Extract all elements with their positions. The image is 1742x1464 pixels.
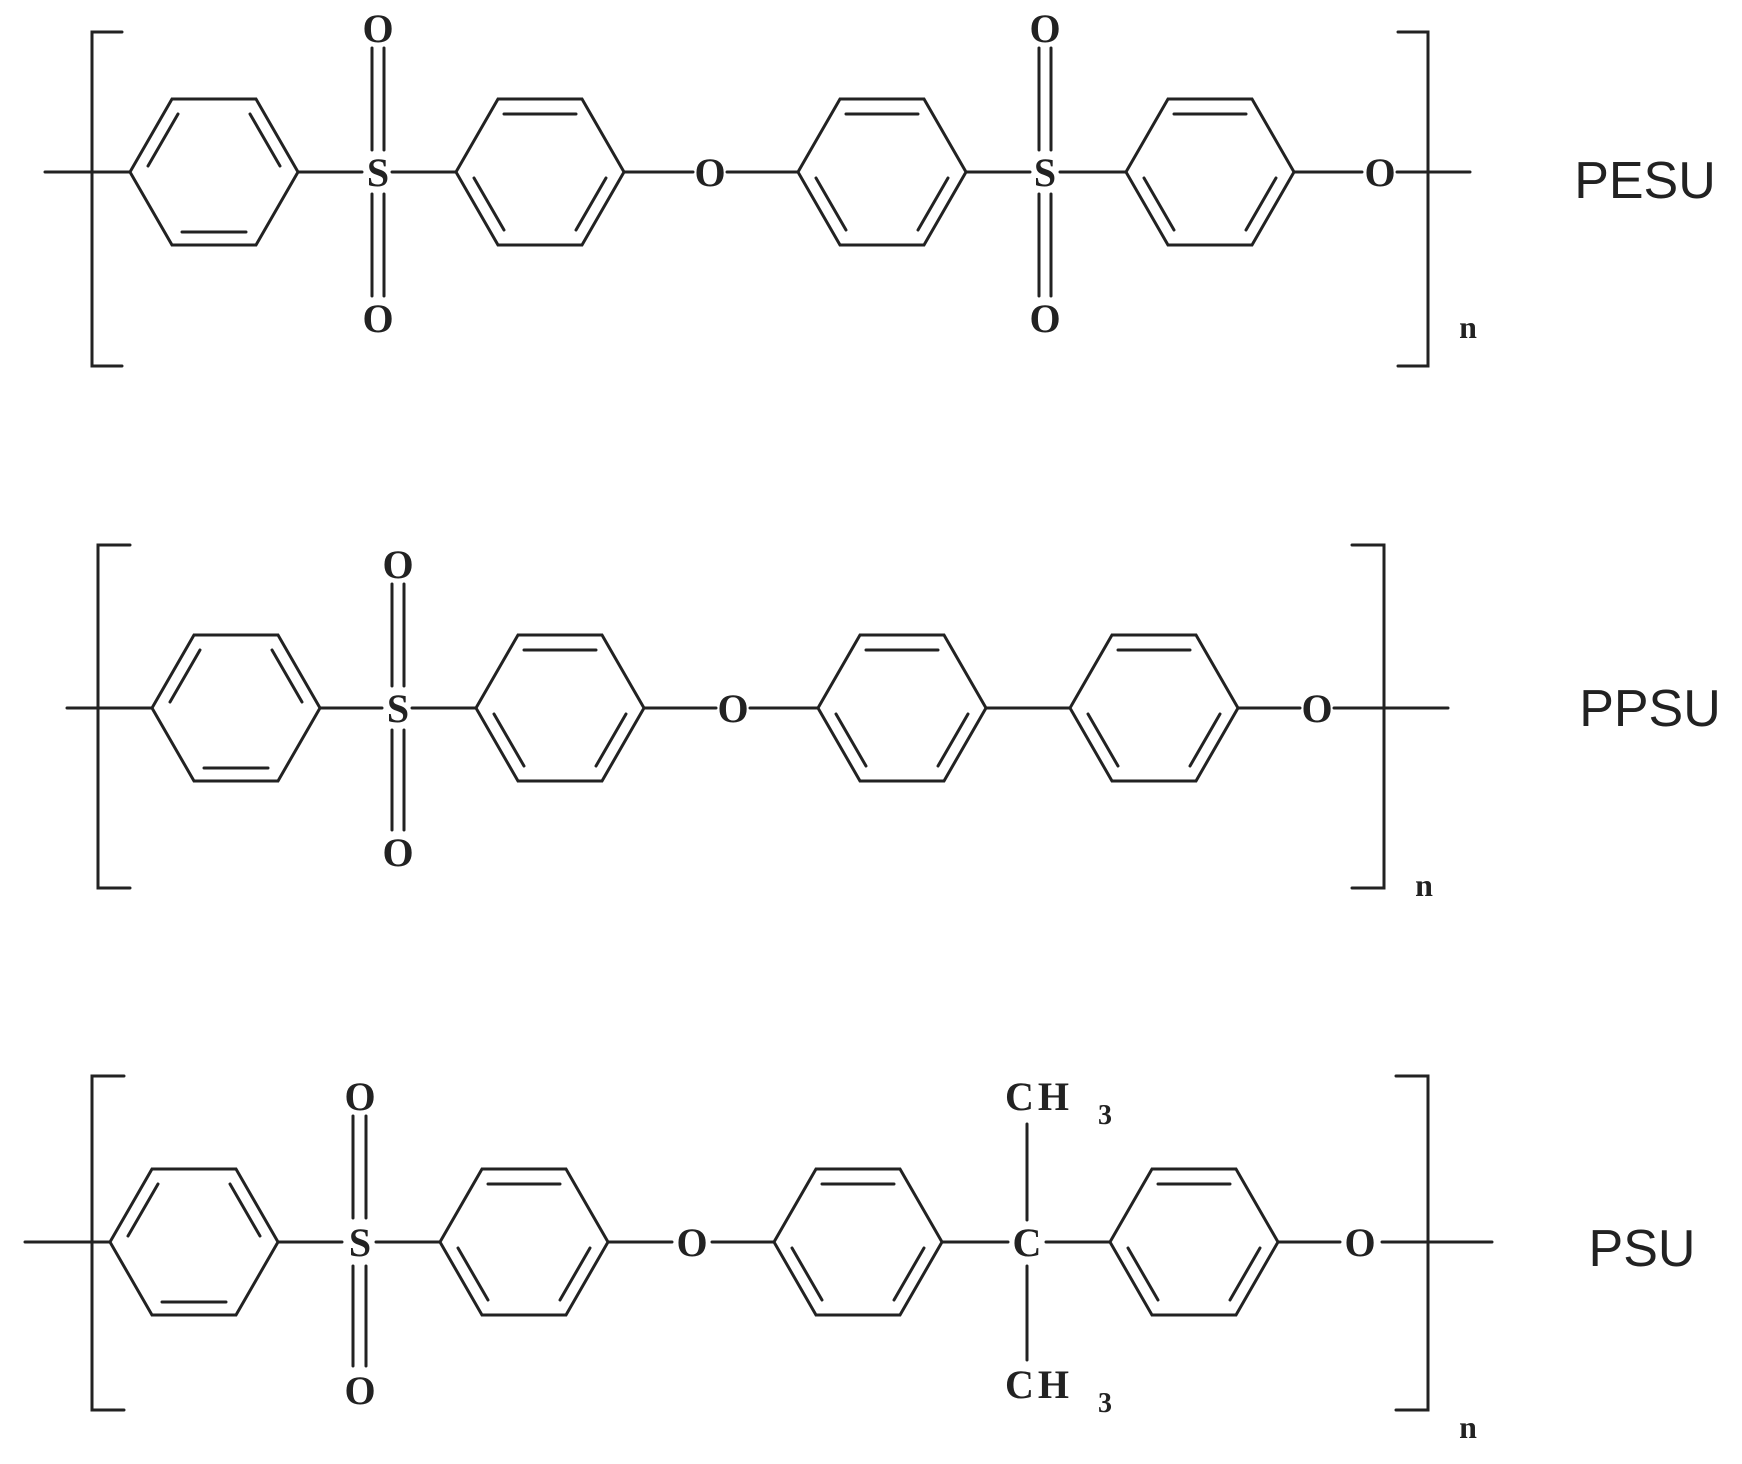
ether-oxygen-atom: O — [676, 1220, 707, 1265]
sulfur-atom: S — [367, 150, 389, 195]
structure-ppsu: O S O O O n PPSU — [67, 542, 1721, 903]
quaternary-carbon-atom: C — [1013, 1220, 1042, 1265]
oxygen-atom: O — [344, 1368, 375, 1413]
repeat-unit-label: n — [1459, 1409, 1477, 1445]
bracket-left — [92, 32, 122, 366]
methyl-group-top: CH 3 — [1005, 1074, 1112, 1131]
ether-oxygen-atom: O — [1364, 150, 1395, 195]
structure-psu: O S O O C CH 3 CH 3 O n PSU — [25, 1074, 1695, 1445]
ether-oxygen-atom: O — [717, 686, 748, 731]
oxygen-atom: O — [344, 1074, 375, 1119]
polymer-name: PPSU — [1579, 680, 1721, 738]
benzene-ring — [476, 635, 644, 781]
repeat-unit-label: n — [1459, 309, 1477, 345]
structure-pesu: O S O O O S O O n PESU — [45, 6, 1716, 366]
benzene-ring — [1070, 635, 1238, 781]
benzene-ring — [798, 99, 966, 245]
benzene-ring — [1110, 1169, 1278, 1315]
polymer-name: PSU — [1589, 1220, 1696, 1278]
methyl-group-bottom: CH 3 — [1005, 1362, 1112, 1419]
methyl-label: CH — [1005, 1362, 1073, 1407]
oxygen-atom: O — [362, 296, 393, 341]
oxygen-atom: O — [1029, 296, 1060, 341]
ether-oxygen-atom: O — [1301, 686, 1332, 731]
sulfur-atom: S — [387, 686, 409, 731]
repeat-unit-label: n — [1415, 867, 1433, 903]
methyl-subscript: 3 — [1098, 1100, 1112, 1131]
oxygen-atom: O — [382, 542, 413, 587]
bracket-right — [1398, 32, 1428, 366]
sulfur-atom: S — [349, 1220, 371, 1265]
methyl-subscript: 3 — [1098, 1388, 1112, 1419]
benzene-ring — [818, 635, 986, 781]
polymer-name: PESU — [1574, 152, 1716, 210]
benzene-ring — [152, 635, 320, 781]
ether-oxygen-atom: O — [1344, 1220, 1375, 1265]
oxygen-atom: O — [1029, 6, 1060, 51]
benzene-ring — [774, 1169, 942, 1315]
bracket-left — [98, 545, 130, 888]
bracket-right — [1352, 545, 1384, 888]
benzene-ring — [456, 99, 624, 245]
benzene-ring — [130, 99, 298, 245]
benzene-ring — [1126, 99, 1294, 245]
oxygen-atom: O — [362, 6, 393, 51]
sulfur-atom: S — [1034, 150, 1056, 195]
ether-oxygen-atom: O — [694, 150, 725, 195]
methyl-label: CH — [1005, 1074, 1073, 1119]
benzene-ring — [440, 1169, 608, 1315]
oxygen-atom: O — [382, 830, 413, 875]
benzene-ring — [110, 1169, 278, 1315]
